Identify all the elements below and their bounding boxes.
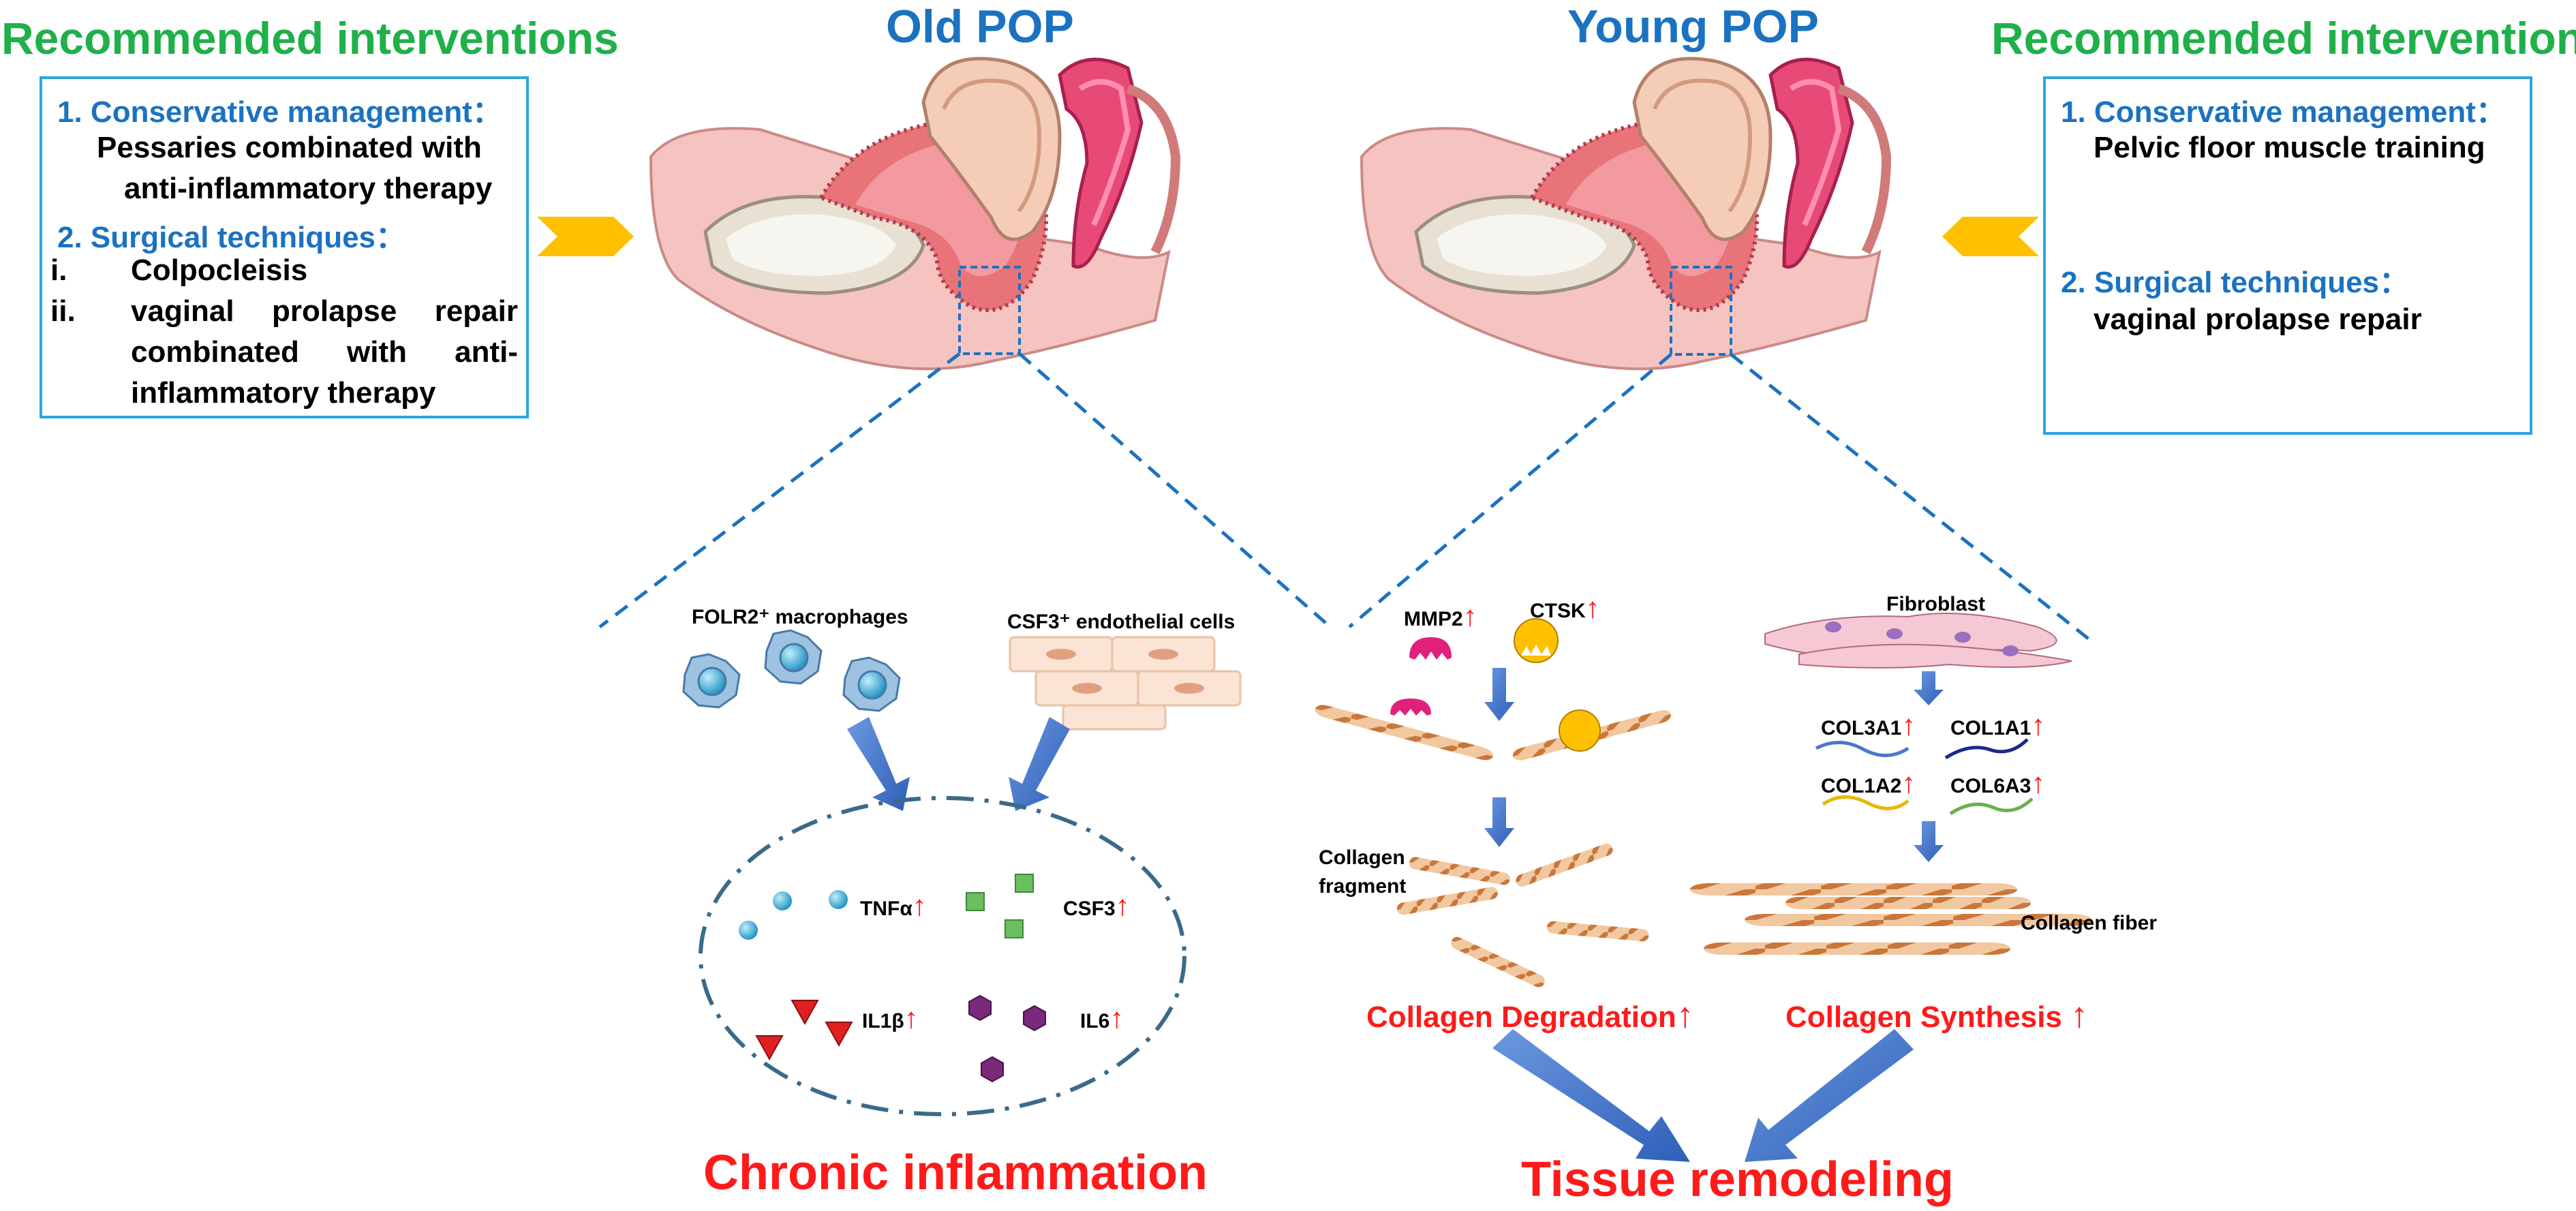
right-conservative-text: Pelvic floor muscle training bbox=[2094, 131, 2485, 164]
csf3-up-arrow: ↑ bbox=[1115, 889, 1130, 921]
col1a1-text: COL1A1 bbox=[1950, 717, 2031, 739]
ctsk-bound-icon bbox=[1559, 709, 1601, 752]
right-recommended-heading: Recommended interventions bbox=[1991, 13, 2576, 63]
collagen-fragment-label-line2: fragment bbox=[1319, 875, 1407, 898]
csf3-square-icons bbox=[966, 874, 1034, 938]
mmp2-up-arrow: ↑ bbox=[1462, 600, 1477, 632]
tissue-remodeling-result: Tissue remodeling bbox=[1521, 1152, 1954, 1207]
il1b-label: IL1β↑ bbox=[862, 1002, 919, 1034]
synthesis-flow-arrows bbox=[1914, 671, 1944, 862]
degradation-up-arrow: ↑ bbox=[1676, 996, 1694, 1035]
young-pop-zoom-box bbox=[1670, 266, 1732, 356]
macrophages-label: FOLR2⁺ macrophages bbox=[692, 606, 908, 628]
cytokine-ellipse bbox=[699, 796, 1186, 1116]
fibroblast-label: Fibroblast bbox=[1886, 593, 1986, 615]
collagen-synthesis-label: Collagen Synthesis ↑ bbox=[1785, 995, 2088, 1036]
endothelial-label: CSF3⁺ endothelial cells bbox=[1007, 611, 1236, 633]
csf3-text: CSF3 bbox=[1063, 898, 1116, 920]
left-recommendation-box: 1. Conservative management： Pessaries co… bbox=[40, 76, 529, 418]
right-conservative-title: 1. Conservative management： bbox=[2061, 95, 2506, 129]
left-conservative-line2: anti-inflammatory therapy bbox=[124, 172, 493, 205]
collagen-degradation-label: Collagen Degradation↑ bbox=[1366, 995, 1694, 1036]
convergence-arrows bbox=[1492, 1029, 1914, 1162]
col1a1-up-arrow: ↑ bbox=[2031, 709, 2046, 741]
il1b-triangle-icons bbox=[755, 1000, 853, 1061]
inflammation-flow-arrows bbox=[847, 717, 1070, 811]
zoom-lines bbox=[598, 352, 2092, 642]
old-pop-zoom-box bbox=[958, 266, 1021, 355]
mmp2-text: MMP2 bbox=[1404, 608, 1463, 630]
left-conservative-line1: Pessaries combinated with bbox=[97, 131, 482, 164]
ctsk-text: CTSK bbox=[1530, 600, 1586, 622]
old-pop-anatomy-illustration bbox=[651, 59, 1176, 369]
mmp2-bound-icon bbox=[1390, 699, 1431, 716]
macrophage-cell-icons bbox=[682, 629, 901, 712]
left-surgical-title: 2. Surgical techniques： bbox=[57, 221, 406, 254]
young-pop-anatomy-illustration bbox=[1362, 59, 1886, 369]
right-surgical-title: 2. Surgical techniques： bbox=[2061, 266, 2410, 299]
col6a3-up-arrow: ↑ bbox=[2031, 767, 2046, 799]
old-pop-title: Old POP bbox=[886, 1, 1074, 52]
ctsk-up-arrow: ↑ bbox=[1585, 592, 1600, 624]
il6-up-arrow: ↑ bbox=[1109, 1002, 1124, 1034]
col1a2-up-arrow: ↑ bbox=[1901, 767, 1916, 799]
csf3-label: CSF3↑ bbox=[1063, 889, 1130, 922]
left-sub-ii-line3: inflammatory therapy bbox=[131, 376, 436, 410]
left-recommended-heading: Recommended interventions bbox=[1, 13, 619, 63]
right-recommendation-box: 1. Conservative management： Pelvic floor… bbox=[2043, 76, 2532, 435]
fibroblast-cell-icon bbox=[1764, 613, 2072, 669]
col6a3-label: COL6A3↑ bbox=[1950, 767, 2045, 799]
left-sub-i-text: Colpocleisis bbox=[131, 254, 308, 287]
collagen-fiber-label: Collagen fiber bbox=[2021, 912, 2158, 934]
left-sub-ii-line1: vaginal prolapse repair bbox=[131, 294, 518, 328]
il6-hexagon-icons bbox=[968, 994, 1046, 1083]
ctsk-label: CTSK↑ bbox=[1530, 592, 1600, 624]
chronic-inflammation-result: Chronic inflammation bbox=[703, 1146, 1208, 1200]
collagen-degradation-text: Collagen Degradation bbox=[1366, 1000, 1676, 1034]
col3a1-up-arrow: ↑ bbox=[1901, 709, 1916, 741]
col6a3-text: COL6A3 bbox=[1950, 775, 2031, 797]
left-sub-ii-number: ii. bbox=[50, 294, 76, 328]
tnf-up-arrow: ↑ bbox=[912, 889, 927, 921]
mmp2-enzyme-icon bbox=[1409, 637, 1452, 660]
left-conservative-title: 1. Conservative management： bbox=[57, 95, 502, 129]
il1b-text: IL1β bbox=[862, 1010, 904, 1032]
col3a1-text: COL3A1 bbox=[1821, 717, 1902, 739]
right-chevron-icon bbox=[1942, 217, 2039, 256]
ctsk-enzyme-icon bbox=[1514, 618, 1559, 663]
col1a2-label: COL1A2↑ bbox=[1821, 767, 1916, 799]
col1a2-text: COL1A2 bbox=[1821, 775, 1902, 797]
left-chevron-icon bbox=[537, 217, 634, 256]
synthesis-up-arrow: ↑ bbox=[2070, 996, 2089, 1035]
collagen-gene-strands bbox=[1815, 738, 2034, 816]
il6-label: IL6↑ bbox=[1080, 1002, 1124, 1034]
collagen-fragments bbox=[1396, 842, 1650, 990]
il6-text: IL6 bbox=[1080, 1010, 1110, 1032]
collagen-synthesis-text: Collagen Synthesis bbox=[1785, 1000, 2062, 1034]
col1a1-label: COL1A1↑ bbox=[1950, 709, 2045, 741]
il1b-up-arrow: ↑ bbox=[904, 1002, 919, 1034]
mmp2-label: MMP2↑ bbox=[1404, 600, 1477, 632]
endothelial-cell-icons bbox=[1009, 636, 1242, 731]
tnf-text: TNFα bbox=[860, 898, 913, 920]
tnf-ball-icons bbox=[739, 890, 848, 940]
right-surgical-text: vaginal prolapse repair bbox=[2094, 303, 2422, 336]
left-sub-i-number: i. bbox=[50, 254, 67, 287]
tnf-label: TNFα↑ bbox=[860, 889, 927, 922]
degradation-flow-arrows bbox=[1484, 668, 1514, 847]
col3a1-label: COL3A1↑ bbox=[1821, 709, 1916, 741]
collagen-fragment-label-line1: Collagen bbox=[1319, 846, 1405, 869]
young-pop-title: Young POP bbox=[1567, 1, 1819, 52]
left-sub-ii-line2: combinated with anti- bbox=[131, 335, 518, 369]
